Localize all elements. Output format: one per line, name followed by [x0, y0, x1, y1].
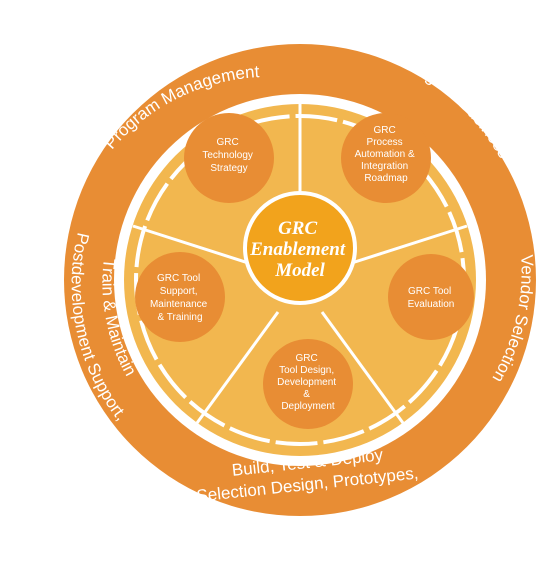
node-tool-design: GRC Tool Design, Development & Deploymen…: [263, 339, 353, 429]
svg-text:GRC Tool Support,: GRC Tool Support, Maintenance & Training: [150, 273, 210, 323]
node-process-automation: GRC Process Automation & Integration Roa…: [341, 113, 431, 203]
svg-text:GRC Tool Design, D: GRC Tool Design, Development & Deploymen…: [277, 353, 339, 412]
svg-text:GRC Enablement Mod: GRC Enablement Model: [249, 218, 350, 281]
node-tool-support: GRC Tool Support, Maintenance & Training: [135, 252, 225, 342]
svg-text:GRC Process Automa: GRC Process Automation & Integration Roa…: [355, 125, 418, 184]
svg-text:GRC Technology Str: GRC Technology Strategy: [202, 137, 255, 174]
node-technology-strategy: GRC Technology Strategy: [184, 113, 274, 203]
node-tool-evaluation: GRC Tool Evaluation: [388, 254, 474, 340]
center-circle: GRC Enablement Model: [243, 191, 357, 305]
svg-text:GRC Tool Evaluation: GRC Tool Evaluation: [408, 286, 455, 310]
